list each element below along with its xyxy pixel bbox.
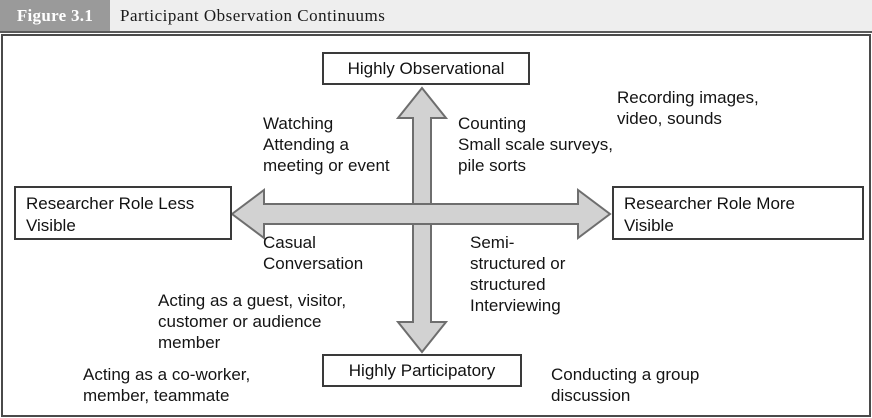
pole-label-role-less-visible-line2: Visible xyxy=(26,216,76,235)
annotation-upper-left: Watching Attending a meeting or event xyxy=(263,114,390,175)
pole-label-highly-participatory: Highly Participatory xyxy=(348,361,496,380)
annotation-bottom-right-outer: Conducting a group discussion xyxy=(551,365,700,405)
annotation-lower-left-outer: Acting as a guest, visitor, customer or … xyxy=(158,291,347,352)
pole-label-role-more-visible-line2: Visible xyxy=(624,216,674,235)
pole-box-highly-participatory: Highly Participatory xyxy=(322,354,522,387)
annotation-upper-middle-right: Counting Small scale surveys, pile sorts xyxy=(458,114,613,175)
pole-label-highly-observational: Highly Observational xyxy=(347,59,505,78)
figure-title: Participant Observation Continuums xyxy=(120,6,386,25)
pole-box-highly-observational: Highly Observational xyxy=(322,52,530,85)
figure-number-badge: Figure 3.1 xyxy=(0,0,110,31)
annotation-lower-left-inner: Casual Conversation xyxy=(263,233,364,273)
pole-label-role-less-visible-line1: Researcher Role Less xyxy=(26,194,195,213)
pole-box-researcher-role-more-visible: Researcher Role More Visible xyxy=(612,186,864,240)
annotation-lower-right-inner: Semi- structured or structured Interview… xyxy=(470,233,566,315)
annotation-upper-right: Recording images, video, sounds xyxy=(617,88,759,128)
figure-header: Figure 3.1 Participant Observation Conti… xyxy=(0,0,872,33)
pole-label-role-more-visible-line1: Researcher Role More xyxy=(624,194,796,213)
annotation-bottom-left-outer: Acting as a co-worker, member, teammate xyxy=(83,365,251,405)
pole-box-researcher-role-less-visible: Researcher Role Less Visible xyxy=(14,186,232,240)
